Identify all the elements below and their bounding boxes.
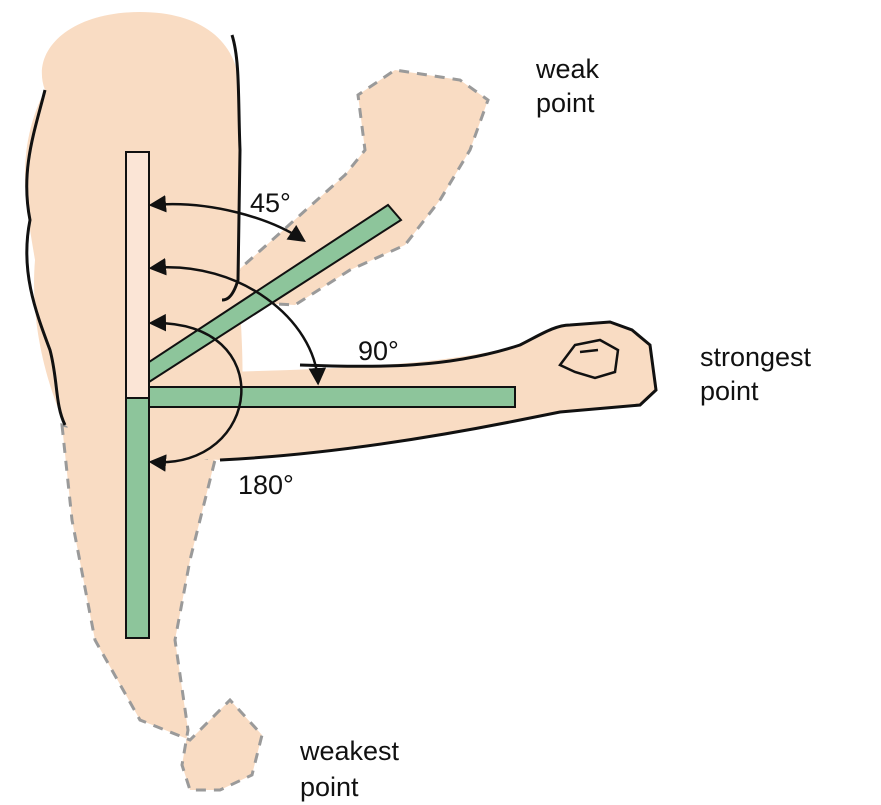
strongest-point-label-line2: point — [700, 376, 759, 406]
forearm-180-bar — [126, 398, 149, 638]
angle-180-label: 180° — [238, 470, 294, 500]
forearm-90-bar — [149, 387, 515, 407]
weak-point-label-line2: point — [536, 88, 595, 118]
forearm-180-ghost — [62, 425, 262, 790]
angle-45-label: 45° — [250, 188, 291, 218]
angle-90-label: 90° — [358, 336, 399, 366]
upper-arm-bar-top — [126, 152, 149, 398]
weak-point-label-line1: weak — [535, 54, 600, 84]
forearm-45-ghost — [205, 70, 488, 305]
strongest-point-label-line1: strongest — [700, 342, 812, 372]
weakest-point-label-line1: weakest — [299, 736, 400, 766]
weakest-point-label-line2: point — [300, 772, 359, 802]
